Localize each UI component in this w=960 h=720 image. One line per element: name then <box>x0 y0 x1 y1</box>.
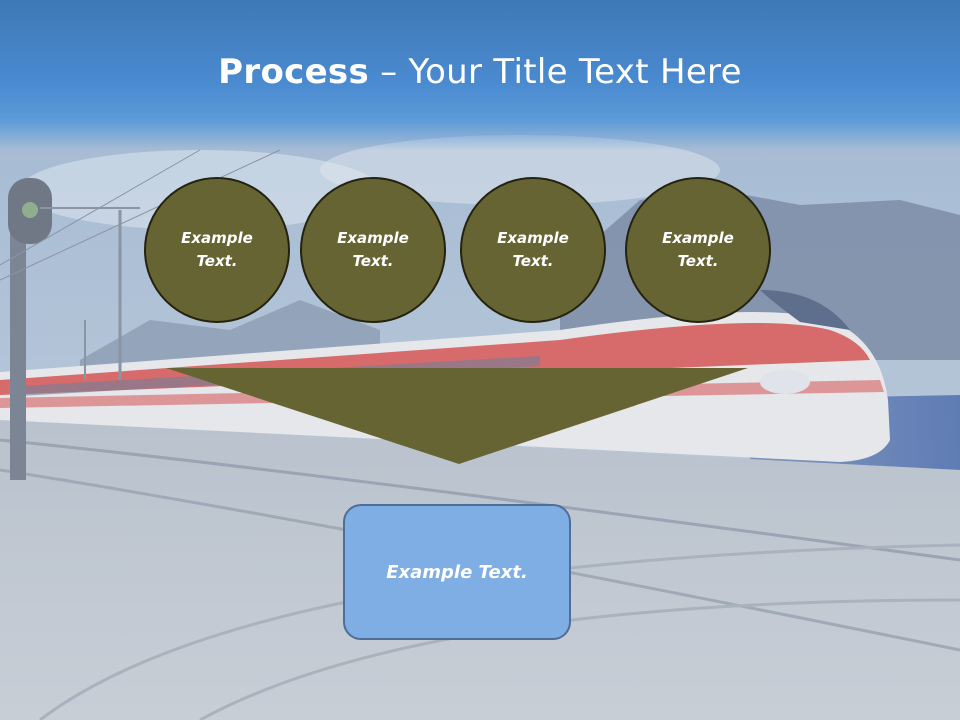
step-circle-2-label: Example Text. <box>337 229 409 270</box>
step-circle-1-label: Example Text. <box>181 229 253 270</box>
step-circle-3-label: Example Text. <box>497 229 569 270</box>
result-box-label: Example Text. <box>386 561 528 583</box>
title-band <box>0 0 960 150</box>
title-separator: – <box>369 52 409 92</box>
title-rest: Your Title Text Here <box>408 52 742 92</box>
step-circle-1: Example Text. <box>144 177 290 323</box>
step-circle-2: Example Text. <box>300 177 446 323</box>
slide-title: Process – Your Title Text Here <box>0 52 960 92</box>
step-circle-3: Example Text. <box>460 177 606 323</box>
step-circle-4-label: Example Text. <box>662 229 734 270</box>
title-bold: Process <box>218 52 370 92</box>
result-box: Example Text. <box>343 504 571 640</box>
step-circle-4: Example Text. <box>625 177 771 323</box>
